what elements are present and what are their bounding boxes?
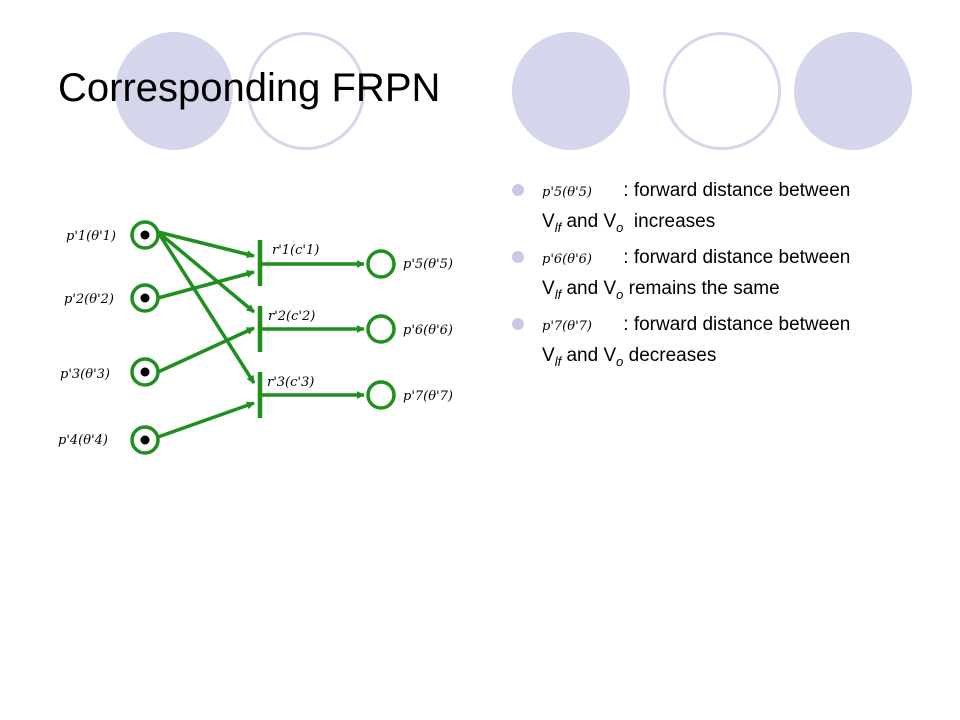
bullet-item: p'5(θ'5) : forward distance between Vlf …: [512, 176, 942, 236]
place-label-p7: p'7(θ'7): [403, 389, 453, 404]
bullet-text: decreases: [623, 345, 717, 366]
place-label-p6: p'6(θ'6): [403, 323, 453, 338]
bullet-text: and: [561, 211, 604, 232]
bullet-text: increases: [623, 211, 716, 232]
variable: V: [542, 278, 555, 299]
place-label-p5: p'5(θ'5): [403, 257, 453, 272]
bullet-text: : forward distance between: [618, 247, 851, 268]
place-label-p4: p'4(θ'4): [58, 433, 108, 448]
formula: p'7(θ'7): [542, 319, 592, 334]
arc-p4-r3: [157, 401, 255, 439]
bullet-text: and: [561, 278, 604, 299]
place-p7: [366, 380, 396, 410]
token: [140, 230, 150, 240]
bullet-icon: [512, 184, 524, 196]
place-p6: [366, 314, 396, 344]
decorative-circle: [115, 32, 233, 150]
arcs: [156, 230, 365, 439]
decorative-circle: [794, 32, 912, 150]
decorative-circle: [247, 32, 365, 150]
arc-p3-r2: [157, 326, 255, 374]
transition-label-r3: r'3(c'3): [267, 375, 314, 390]
arc-p1-r3: [156, 231, 256, 384]
decorative-circle: [663, 32, 781, 150]
variable: V: [542, 345, 555, 366]
variable: V: [603, 211, 617, 232]
variable: V: [603, 345, 617, 366]
variable: V: [542, 211, 555, 232]
bullet-text: : forward distance between: [618, 314, 851, 335]
token: [140, 293, 150, 303]
transition-label-r1: r'1(c'1): [272, 243, 319, 258]
variable: V: [603, 278, 617, 299]
variable-subscript: lf: [554, 353, 562, 369]
bullet-list: p'5(θ'5) : forward distance between Vlf …: [512, 176, 942, 377]
arc-p1-r2: [156, 230, 256, 314]
place-label-p2: p'2(θ'2): [64, 292, 114, 307]
variable-subscript: lf: [554, 219, 562, 235]
bullet-item: p'7(θ'7) : forward distance between Vlf …: [512, 310, 942, 370]
bullet-item: p'6(θ'6) : forward distance between Vlf …: [512, 243, 942, 303]
bullet-text: remains the same: [623, 278, 780, 299]
place-label-p1: p'1(θ'1): [66, 229, 116, 244]
bullet-icon: [512, 318, 524, 330]
formula: p'6(θ'6): [542, 252, 592, 267]
slide-title: Corresponding FRPN: [58, 66, 441, 110]
place-label-p3: p'3(θ'3): [60, 367, 110, 382]
formula: p'5(θ'5): [542, 185, 592, 200]
variable-subscript: o: [616, 286, 624, 302]
transition-label-r2: r'2(c'2): [268, 309, 315, 324]
bullet-text: : forward distance between: [618, 180, 851, 201]
bullet-icon: [512, 251, 524, 263]
arc-p1-r1: [157, 230, 255, 259]
bullet-text: and: [561, 345, 604, 366]
arc-p2-r1: [157, 270, 255, 300]
decorative-circle: [512, 32, 630, 150]
variable-subscript: o: [616, 219, 624, 235]
place-p5: [366, 249, 396, 279]
variable-subscript: o: [616, 353, 624, 369]
token: [140, 435, 150, 445]
variable-subscript: lf: [554, 286, 562, 302]
token: [140, 367, 150, 377]
